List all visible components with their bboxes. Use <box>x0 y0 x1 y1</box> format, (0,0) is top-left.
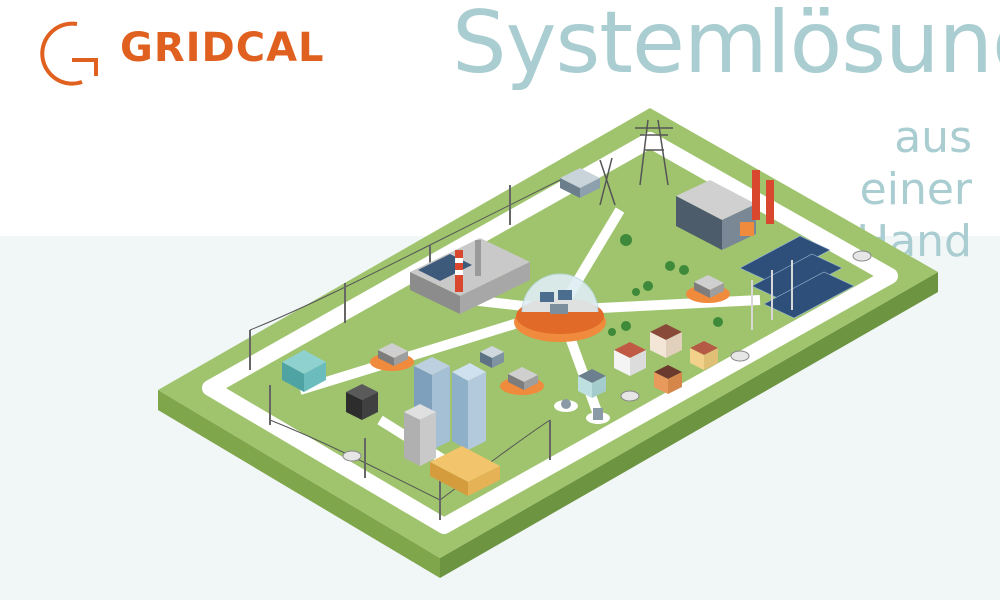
houses-icon <box>578 324 718 398</box>
factory-right-icon <box>676 170 774 250</box>
solar-field-icon <box>739 235 855 319</box>
power-plant-left-icon <box>410 238 530 314</box>
trees-icon <box>608 234 723 336</box>
control-center-dome-icon <box>514 273 606 342</box>
kiosk-icon <box>480 346 504 368</box>
ev-chargers-icon <box>554 399 610 424</box>
gridcal-logo[interactable]: GRIDCAL <box>22 14 325 94</box>
platform-side-left <box>158 390 440 578</box>
substation-front <box>580 178 600 198</box>
platform-side-right <box>440 272 938 578</box>
wind-turbines-icon <box>751 260 793 330</box>
cars-icon <box>342 250 872 462</box>
storage-unit-3-icon <box>686 275 730 303</box>
power-line-1 <box>249 179 561 331</box>
headline-line-1: aus <box>894 112 972 163</box>
storage-unit-2-icon <box>500 367 544 395</box>
substation-side <box>560 178 580 198</box>
headline-line-2: einer <box>859 164 972 215</box>
logo-mark-icon <box>40 21 98 86</box>
headline-title: Systemlösung <box>452 0 1000 93</box>
generator-icon <box>282 350 326 392</box>
ring-road <box>202 132 898 534</box>
brand-name: GRIDCAL <box>120 25 325 71</box>
battery-cabinet-icon <box>346 384 378 420</box>
transmission-tower-icon <box>599 119 673 206</box>
storage-unit-1-icon <box>370 343 414 371</box>
city-buildings-icon <box>404 357 500 496</box>
